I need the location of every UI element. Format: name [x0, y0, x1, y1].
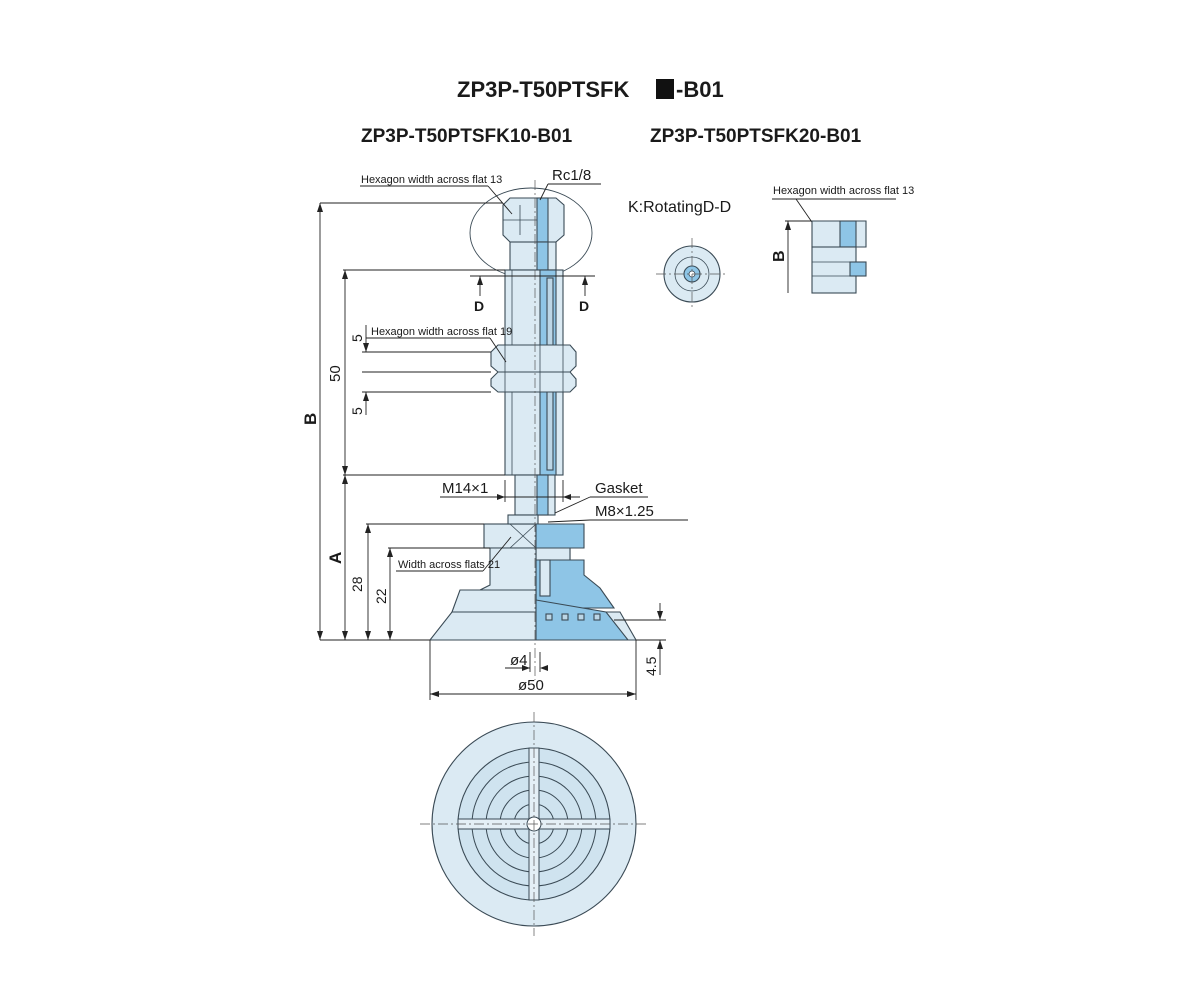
- main-side-view: [428, 180, 637, 680]
- section-marker-d-left: D: [474, 298, 484, 314]
- main-title-suffix: -B01: [676, 77, 724, 102]
- lock-nut-upper: [490, 344, 577, 373]
- label-hex13-right: Hexagon width across flat 13: [773, 185, 914, 197]
- label-phi4: ø4: [510, 652, 528, 669]
- dim-4-5: 4.5: [643, 656, 659, 676]
- pad-holder-section: [535, 523, 616, 609]
- main-title-placeholder-box: [656, 79, 674, 99]
- right-hex-fitting: [811, 220, 867, 248]
- section-title: K:RotatingD-D: [628, 199, 731, 216]
- dim-22: 22: [373, 588, 389, 604]
- pad-top: [451, 589, 537, 613]
- label-m8: M8×1.25: [595, 503, 654, 520]
- section-marker-d-right: D: [579, 298, 589, 314]
- variant-title-left: ZP3P-T50PTSFK10-B01: [361, 126, 573, 147]
- dim-5-top: 5: [349, 334, 365, 342]
- dim-28: 28: [349, 576, 365, 592]
- section-dd-view: K:RotatingD-D: [628, 199, 731, 310]
- dim-a: A: [326, 552, 345, 564]
- label-rc: Rc1/8: [552, 167, 591, 184]
- label-phi50: ø50: [518, 677, 544, 694]
- pad-bottom-view: [420, 712, 648, 936]
- lock-nut-lower: [490, 371, 577, 393]
- neck: [509, 241, 557, 271]
- dim-5-bottom: 5: [349, 407, 365, 415]
- variant-title-right: ZP3P-T50PTSFK20-B01: [650, 126, 862, 147]
- label-m14: M14×1: [442, 480, 488, 497]
- dim-b-right: B: [771, 250, 788, 262]
- label-hex19: Hexagon width across flat 19: [371, 326, 512, 338]
- adapter-hex: [483, 523, 537, 549]
- label-across-21: Width across flats 21: [398, 559, 500, 571]
- label-hex13: Hexagon width across flat 13: [361, 174, 502, 186]
- dimensions-main: B 50 A 5 5 28 22: [301, 167, 688, 700]
- dim-b: B: [301, 413, 320, 425]
- main-title: ZP3P-T50PTSFK: [457, 77, 629, 102]
- label-gasket: Gasket: [595, 480, 643, 497]
- variant-right-detail: Hexagon width across flat 13 B: [771, 185, 914, 294]
- dim-50: 50: [327, 365, 344, 382]
